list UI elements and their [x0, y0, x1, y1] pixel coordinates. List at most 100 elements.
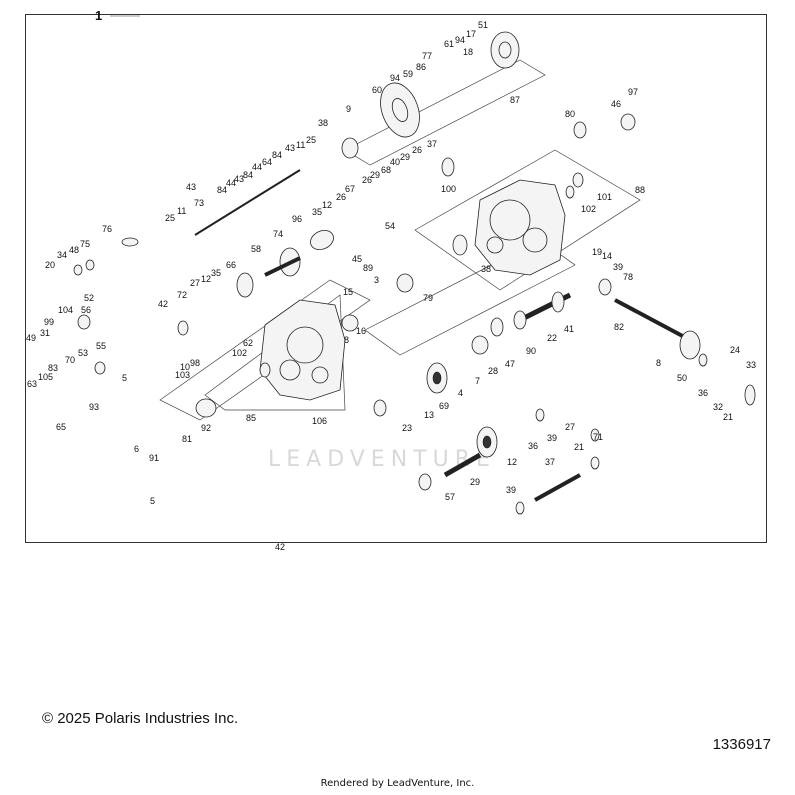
washers — [73, 113, 756, 515]
callout-5: 5 — [150, 496, 155, 506]
callout-75: 75 — [80, 239, 90, 249]
callout-43: 43 — [234, 174, 244, 184]
callout-44: 44 — [252, 162, 262, 172]
callout-19: 19 — [592, 247, 602, 257]
callout-8: 8 — [656, 358, 661, 368]
callout-64: 64 — [262, 157, 272, 167]
callout-12: 12 — [201, 274, 211, 284]
callout-39: 39 — [506, 485, 516, 495]
copyright-text: © 2025 Polaris Industries Inc. — [42, 710, 239, 727]
callout-63: 63 — [27, 379, 37, 389]
callout-29: 29 — [370, 170, 380, 180]
callout-74: 74 — [273, 229, 283, 239]
callout-80: 80 — [565, 109, 575, 119]
callout-50: 50 — [677, 373, 687, 383]
callout-16: 16 — [356, 326, 366, 336]
callout-71: 71 — [593, 432, 603, 442]
callout-labels: 5117946118778659946087938251143846444844… — [26, 20, 756, 552]
callout-27: 27 — [565, 422, 575, 432]
callout-25: 25 — [165, 213, 175, 223]
callout-62: 62 — [243, 338, 253, 348]
callout-84: 84 — [272, 150, 282, 160]
transmission-case-right — [474, 179, 566, 276]
callout-41: 41 — [564, 324, 574, 334]
drive-chain — [310, 229, 334, 251]
callout-38: 38 — [481, 264, 491, 274]
shift-fork-rod — [194, 169, 301, 236]
callout-78: 78 — [623, 272, 633, 282]
callout-18: 18 — [463, 47, 473, 57]
callout-26: 26 — [336, 192, 346, 202]
callout-33: 33 — [746, 360, 756, 370]
callout-12: 12 — [507, 457, 517, 467]
front-housing — [490, 31, 520, 69]
callout-20: 20 — [45, 260, 55, 270]
callout-39: 39 — [547, 433, 557, 443]
ring-gear — [380, 82, 420, 138]
callout-86: 86 — [416, 62, 426, 72]
callout-37: 37 — [545, 457, 555, 467]
callout-15: 15 — [343, 287, 353, 297]
callout-36: 36 — [698, 388, 708, 398]
callout-102: 102 — [232, 348, 247, 358]
callout-12: 12 — [322, 200, 332, 210]
diagram-part-number: 1336917 — [712, 736, 771, 753]
box-87 — [344, 59, 546, 166]
callout-79: 79 — [423, 293, 433, 303]
callout-104: 104 — [58, 305, 73, 315]
callout-42: 42 — [158, 299, 168, 309]
callout-26: 26 — [362, 175, 372, 185]
callout-39: 39 — [613, 262, 623, 272]
callout-73: 73 — [194, 198, 204, 208]
callout-21: 21 — [574, 442, 584, 452]
callout-22: 22 — [547, 333, 557, 343]
box-82 — [364, 239, 576, 356]
diagram-frame — [25, 14, 767, 543]
gear-71 — [476, 426, 498, 458]
callout-17: 17 — [466, 29, 476, 39]
callout-61: 61 — [444, 39, 454, 49]
callout-94: 94 — [455, 35, 465, 45]
rendered-by-text: Rendered by LeadVenture, Inc. — [320, 778, 475, 789]
output-shaft — [614, 298, 701, 360]
callout-49: 49 — [26, 333, 36, 343]
callout-56: 56 — [81, 305, 91, 315]
callout-14: 14 — [602, 251, 612, 261]
callout-94: 94 — [390, 73, 400, 83]
callout-3: 3 — [374, 275, 379, 285]
callout-29: 29 — [470, 477, 480, 487]
callout-105: 105 — [38, 372, 53, 382]
callout-76: 76 — [102, 224, 112, 234]
callout-43: 43 — [186, 182, 196, 192]
callout-13: 13 — [424, 410, 434, 420]
callout-57: 57 — [445, 492, 455, 502]
callout-11: 11 — [296, 140, 305, 150]
callout-96: 96 — [292, 214, 302, 224]
callout-44: 44 — [226, 178, 236, 188]
callout-28: 28 — [488, 366, 498, 376]
callout-4: 4 — [458, 388, 463, 398]
callout-90: 90 — [526, 346, 536, 356]
callout-25: 25 — [306, 135, 316, 145]
callout-87: 87 — [510, 95, 520, 105]
callout-7: 7 — [475, 376, 480, 386]
callout-67: 67 — [345, 184, 355, 194]
callout-54: 54 — [385, 221, 395, 231]
callout-45: 45 — [352, 254, 362, 264]
callout-85: 85 — [246, 413, 256, 423]
callout-100: 100 — [441, 184, 456, 194]
callout-9: 9 — [346, 104, 351, 114]
callout-21: 21 — [723, 412, 733, 422]
callout-60: 60 — [372, 85, 382, 95]
callout-34: 34 — [57, 250, 67, 260]
callout-42: 42 — [275, 542, 285, 552]
shaft-29 — [534, 473, 581, 502]
callout-103: 103 — [175, 370, 190, 380]
callout-68: 68 — [381, 165, 391, 175]
callout-32: 32 — [713, 402, 723, 412]
figure-number: 1 — [95, 8, 102, 23]
callout-77: 77 — [422, 51, 432, 61]
callout-102: 102 — [581, 204, 596, 214]
callout-83: 83 — [48, 363, 58, 373]
